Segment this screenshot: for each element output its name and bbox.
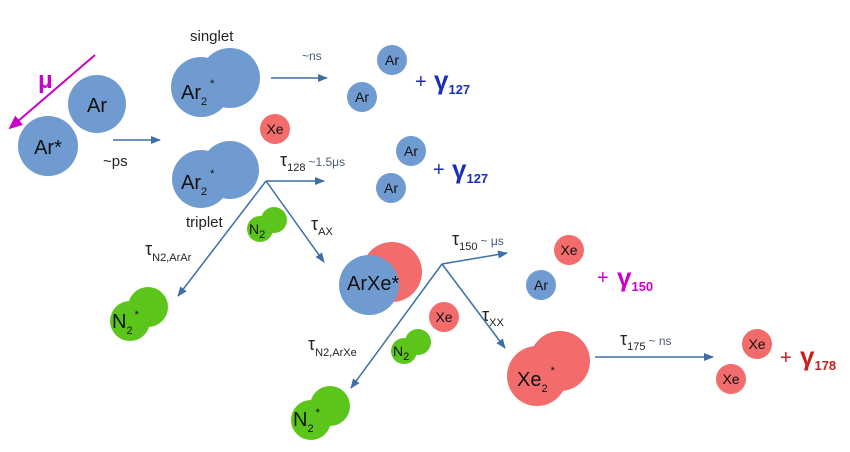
xenon-atom: Xe [554, 235, 584, 265]
svg-text:γ127: γ127 [434, 65, 470, 97]
svg-text:Ar: Ar [534, 277, 548, 293]
argon-atom: Ar [347, 82, 377, 112]
svg-text:Ar2*: Ar2* [181, 78, 215, 108]
svg-text:ArXe*: ArXe* [347, 273, 399, 295]
argon-atom: Ar [377, 45, 407, 75]
photon-150: + γ150 [597, 262, 653, 294]
tau128-label: τ128~1.5μs [280, 150, 345, 174]
svg-text:γ150: γ150 [617, 262, 653, 294]
svg-text:Ar2*: Ar2* [181, 168, 215, 198]
svg-text:+: + [415, 71, 427, 93]
svg-text:N2: N2 [249, 221, 265, 241]
svg-text:N2*: N2* [293, 407, 321, 435]
svg-text:Ar: Ar [355, 89, 369, 105]
svg-text:+: + [433, 159, 445, 181]
photon-127-triplet: + γ127 [433, 154, 488, 186]
arrow-tauAX [265, 180, 325, 263]
tau175-label: τ175~ ns [620, 329, 672, 353]
excited-nitrogen: N2* [291, 386, 350, 440]
photon-178: + γ178 [780, 341, 836, 373]
singlet-label: singlet [190, 28, 234, 45]
svg-text:Ar: Ar [385, 52, 399, 68]
svg-text:+: + [780, 347, 792, 369]
muon-track: μ [8, 54, 96, 130]
svg-text:N2*: N2* [112, 309, 140, 337]
muon-label: μ [38, 67, 53, 94]
svg-text:+: + [597, 267, 609, 289]
svg-text:Ar*: Ar* [34, 137, 62, 159]
tauN2ArAr-label: τN2,ArAr [145, 239, 192, 264]
nitrogen-molecule: N2 [391, 329, 431, 364]
ns-label: ~ns [302, 49, 322, 63]
svg-text:γ178: γ178 [800, 341, 836, 373]
xenon-atom: Xe [742, 329, 772, 359]
tau150-label: τ150~ μs [452, 229, 504, 253]
svg-text:Xe: Xe [266, 121, 283, 137]
triplet-label: triplet [186, 214, 224, 231]
nitrogen-molecule: N2 [247, 207, 287, 242]
singlet-dimer: Ar2* [171, 48, 260, 117]
tauN2ArXe-label: τN2,ArXe [308, 334, 357, 359]
arrow-tauN2ArXe [350, 263, 443, 389]
argon-atom: Ar [396, 136, 426, 166]
argon-atom: Ar [68, 75, 126, 133]
arrow-tauN2ArAr [177, 180, 267, 297]
svg-text:Xe: Xe [748, 336, 765, 352]
svg-text:Ar: Ar [384, 180, 398, 196]
svg-text:Ar: Ar [404, 143, 418, 159]
xenon-atom: Xe [429, 302, 459, 332]
tauAX-label: τAX [311, 214, 333, 238]
svg-text:Xe: Xe [722, 371, 739, 387]
photon-127-singlet: + γ127 [415, 65, 470, 97]
arrow-tau150 [441, 250, 508, 265]
svg-text:Ar: Ar [87, 95, 107, 117]
tauXX-label: τXX [482, 305, 504, 329]
excited-nitrogen: N2* [110, 287, 168, 341]
svg-text:Xe: Xe [560, 242, 577, 258]
xenon-atom: Xe [716, 364, 746, 394]
argon-atom: Ar [376, 173, 406, 203]
xenon-atom: Xe [260, 114, 290, 144]
svg-text:γ127: γ127 [452, 154, 488, 186]
excited-argon-atom: Ar* [18, 116, 78, 176]
ps-label: ~ps [103, 153, 128, 170]
triplet-dimer: Ar2* [172, 141, 259, 208]
arxe-excimer: ArXe* [339, 242, 422, 315]
xenon-excimer: Xe2* [507, 331, 590, 406]
argon-atom: Ar [526, 270, 556, 300]
svg-text:Xe2*: Xe2* [517, 365, 556, 395]
svg-text:N2: N2 [393, 343, 409, 363]
svg-text:Xe: Xe [435, 309, 452, 325]
arrow-tauXX [441, 263, 506, 349]
